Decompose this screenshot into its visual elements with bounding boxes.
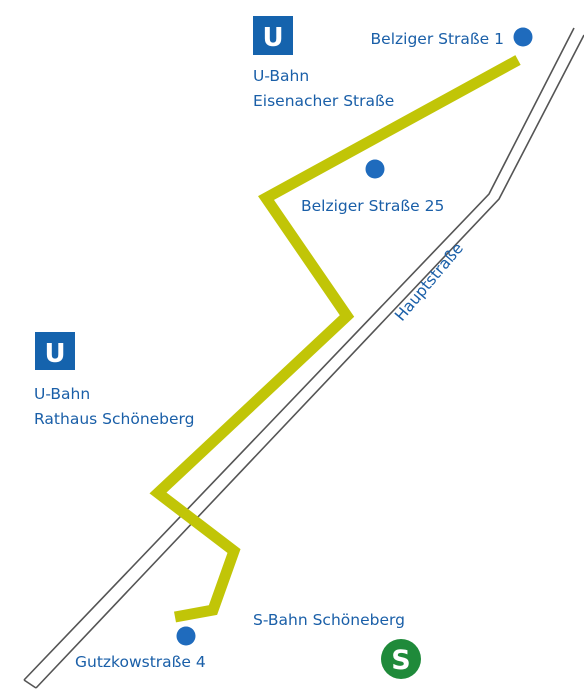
hauptstrasse-street (23, 27, 584, 689)
walking-route (149, 55, 521, 623)
sbahn-icon-letter: S (391, 645, 410, 676)
stop-belziger-1[interactable]: Belziger Straße 1 (371, 27, 533, 49)
stop-label: Belziger Straße 25 (301, 197, 444, 215)
stop-label: Gutzkowstraße 4 (75, 653, 206, 671)
station-label-line2: Rathaus Schöneberg (34, 410, 195, 428)
street-label: Hauptstraße (391, 239, 467, 324)
stop-marker (176, 626, 196, 646)
ubahn-station-rathaus[interactable]: U U-Bahn Rathaus Schöneberg (34, 332, 195, 428)
stop-marker (513, 27, 533, 47)
ubahn-icon-letter: U (262, 23, 283, 53)
sbahn-icon (381, 639, 421, 679)
stop-marker (365, 159, 385, 179)
station-label-line1: U-Bahn (34, 385, 90, 403)
ubahn-icon (35, 332, 75, 370)
station-label: S-Bahn Schöneberg (253, 611, 405, 629)
sbahn-station-schoeneberg[interactable]: S-Bahn Schöneberg S (253, 611, 421, 679)
station-label-line1: U-Bahn (253, 67, 309, 85)
station-label-line2: Eisenacher Straße (253, 92, 394, 110)
ubahn-icon-letter: U (44, 339, 65, 369)
stop-belziger-25[interactable]: Belziger Straße 25 (301, 159, 444, 216)
ubahn-station-eisenacher[interactable]: U U-Bahn Eisenacher Straße (253, 16, 394, 110)
stop-label: Belziger Straße 1 (371, 30, 504, 48)
stop-gutzkow-4[interactable]: Gutzkowstraße 4 (75, 626, 206, 672)
ubahn-icon (253, 16, 293, 55)
